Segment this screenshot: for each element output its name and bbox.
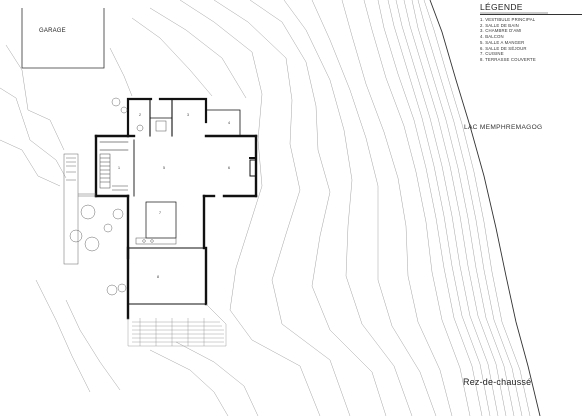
level-caption: Rez-de-chaussé (463, 377, 532, 387)
legend-item: 8. TERRASSE COUVERTE (480, 56, 536, 62)
legend-item: 7. CUISINE (480, 51, 504, 57)
garage-outline (21, 8, 105, 69)
legend-item: 3. CHAMBRE D'AMI (480, 28, 522, 34)
house-walls (94, 97, 258, 320)
room-number-2: 2 (139, 113, 141, 117)
room-number-4: 4 (228, 121, 230, 125)
legend-item: 6. SALLE DE SÉJOUR (480, 45, 527, 51)
terrain-contours (0, 0, 531, 416)
lake-label: LAC MEMPHREMAGOG (464, 124, 543, 131)
room-number-7: 7 (159, 211, 161, 215)
legend-item: 2. SALLE DE BAIN (480, 22, 519, 28)
room-number-6: 6 (228, 166, 230, 170)
room-number-3: 3 (187, 113, 189, 117)
legend-item: 4. BALCON (480, 34, 504, 40)
staircase (99, 153, 128, 191)
room-number-5: 5 (163, 166, 165, 170)
room-number-1: 1 (118, 166, 120, 170)
garden-area (63, 97, 128, 296)
room-number-8: 8 (157, 275, 159, 279)
legend-title: LÉGENDE (480, 2, 582, 15)
legend-item: 5. SALLE A MANGER (480, 39, 525, 45)
shoreline (429, 0, 541, 416)
fixtures (135, 120, 177, 245)
garage-label: GARAGE (39, 28, 66, 34)
legend-list: 1. VESTIBULE PRINCIPAL 2. SALLE DE BAIN … (480, 17, 582, 63)
legend-item: 1. VESTIBULE PRINCIPAL (480, 17, 536, 22)
legend: LÉGENDE 1. VESTIBULE PRINCIPAL 2. SALLE … (480, 2, 582, 63)
terrace-paving (127, 303, 227, 347)
